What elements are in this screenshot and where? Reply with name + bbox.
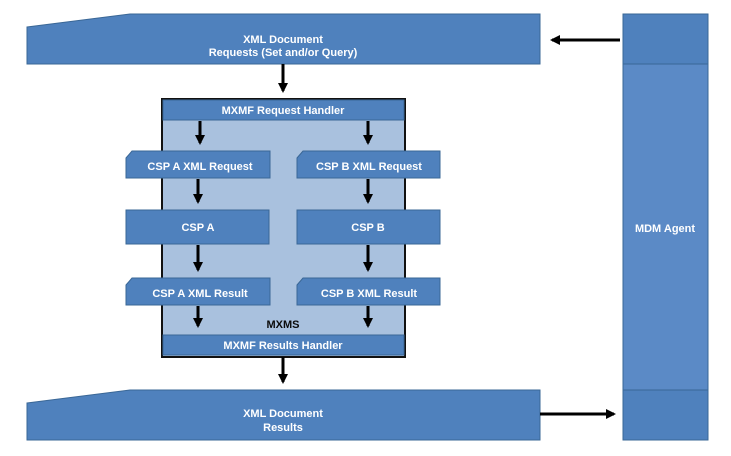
- csp-b-label: CSP B: [351, 222, 384, 234]
- xml-requests-shape: [26, 13, 541, 65]
- xml-requests-subtitle: Requests (Set and/or Query): [209, 47, 358, 59]
- csp-b-box: [296, 209, 441, 245]
- csp-b-result-label: CSP B XML Result: [321, 288, 418, 300]
- xml-requests-title: XML Document: [243, 34, 323, 46]
- mdm-agent-bottom-band: [622, 389, 709, 441]
- csp-a-request-shape: [125, 150, 271, 179]
- mdm-agent-top-band: [622, 13, 709, 65]
- mxmf-request-handler-label: MXMF Request Handler: [222, 105, 346, 117]
- csp-b-column: CSP B XML Request CSP B CSP B XML Result: [296, 150, 441, 306]
- csp-b-result-shape: [296, 277, 441, 306]
- mxms-label: MXMS: [267, 319, 300, 331]
- mxmf-request-handler-bar: [162, 99, 405, 121]
- xml-results-title: XML Document: [243, 408, 323, 420]
- csp-b-request-shape: [296, 150, 441, 179]
- csp-a-result-label: CSP A XML Result: [152, 288, 248, 300]
- mdm-agent-label: MDM Agent: [635, 223, 695, 235]
- xml-results-document: XML Document Results: [26, 389, 541, 441]
- csp-a-column: CSP A XML Request CSP A CSP A XML Result: [125, 150, 271, 306]
- mxmf-results-handler-label: MXMF Results Handler: [223, 340, 343, 352]
- mdm-agent-body: [622, 13, 709, 441]
- csp-a-box: [125, 209, 270, 245]
- mdm-agent: MDM Agent: [622, 13, 709, 441]
- xml-results-subtitle: Results: [263, 422, 303, 434]
- csp-a-result-shape: [125, 277, 271, 306]
- mxmf-results-handler-bar: [162, 334, 405, 356]
- csp-a-label: CSP A: [181, 222, 214, 234]
- csp-a-request-label: CSP A XML Request: [147, 161, 252, 173]
- csp-b-request-label: CSP B XML Request: [316, 161, 422, 173]
- xml-requests-document: XML Document Requests (Set and/or Query): [26, 13, 541, 65]
